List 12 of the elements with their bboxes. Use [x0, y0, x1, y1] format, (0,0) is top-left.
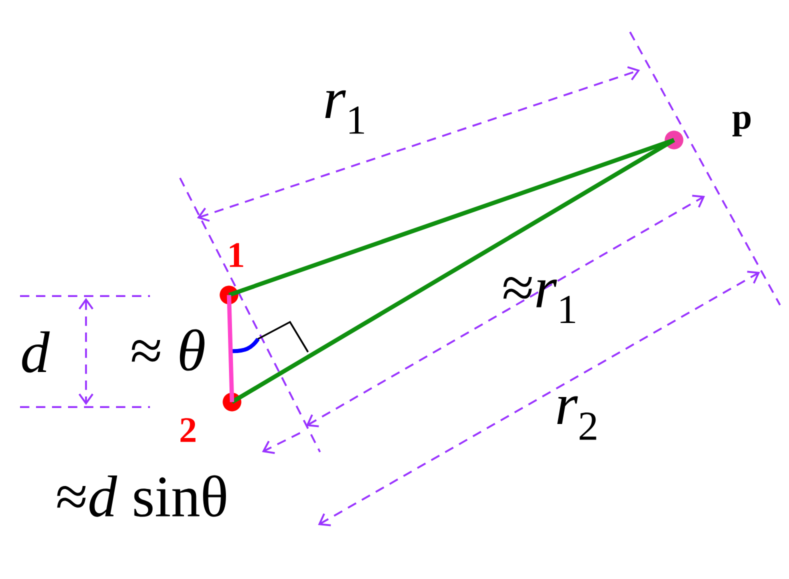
point-label: 2 — [180, 418, 196, 442]
math-label: ≈ θ — [132, 329, 204, 371]
math-label: r$_{1}$ — [325, 90, 364, 134]
math-label: ≈d sinθ — [57, 475, 226, 517]
math-label: r$_{2}$ — [557, 396, 596, 440]
line — [230, 138, 676, 404]
math-label: d — [22, 331, 50, 373]
math-label: ≈r$_{1}$ — [503, 277, 576, 323]
point-label: p — [732, 112, 751, 136]
line — [228, 138, 675, 298]
point-label: 1 — [230, 243, 244, 267]
line — [226, 294, 234, 402]
